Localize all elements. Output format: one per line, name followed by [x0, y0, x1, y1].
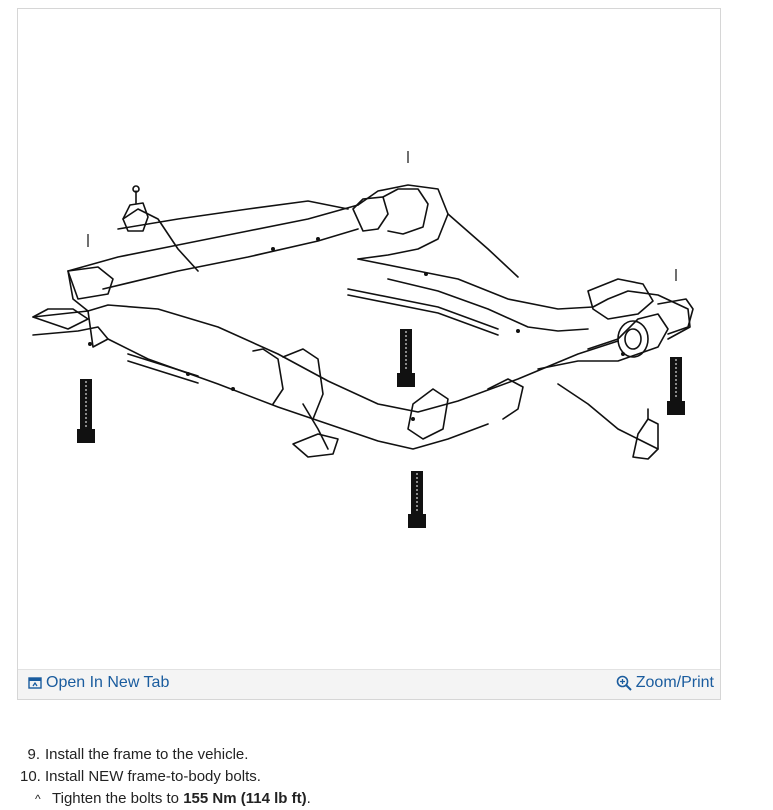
bolt-right	[667, 357, 685, 415]
substep-marker: ^	[35, 792, 41, 806]
step-text: Install the frame to the vehicle.	[45, 746, 249, 763]
bolt-front	[408, 471, 426, 528]
substep-text-before: Tighten the bolts to	[52, 790, 184, 807]
bolt-center	[397, 329, 415, 387]
frame-line-drawing	[32, 151, 694, 528]
magnifier-zoom-icon	[616, 675, 632, 691]
figure-container: Open In New Tab Zoom/Print	[17, 8, 721, 700]
zoom-print-label: Zoom/Print	[635, 674, 714, 691]
open-new-tab-icon	[28, 677, 42, 689]
figure-toolbar: Open In New Tab Zoom/Print	[18, 669, 720, 699]
frame-diagram	[18, 9, 720, 669]
step-10: 10. Install NEW frame-to-body bolts.	[20, 766, 750, 788]
substep-torque: ^ Tighten the bolts to 155 Nm (114 lb ft…	[20, 788, 750, 810]
step-9: 9. Install the frame to the vehicle.	[20, 744, 750, 766]
instruction-steps: 9. Install the frame to the vehicle. 10.…	[20, 744, 750, 810]
open-in-new-tab-label: Open In New Tab	[46, 674, 170, 691]
substep-text-after: .	[306, 790, 311, 807]
torque-value: 155 Nm (114 lb ft)	[183, 790, 307, 807]
open-in-new-tab-link[interactable]: Open In New Tab	[28, 674, 169, 692]
bolt-left	[77, 379, 95, 443]
step-number: 9.	[27, 746, 40, 763]
step-number: 10.	[20, 768, 41, 785]
zoom-print-link[interactable]: Zoom/Print	[616, 674, 714, 692]
step-text: Install NEW frame-to-body bolts.	[45, 768, 261, 785]
